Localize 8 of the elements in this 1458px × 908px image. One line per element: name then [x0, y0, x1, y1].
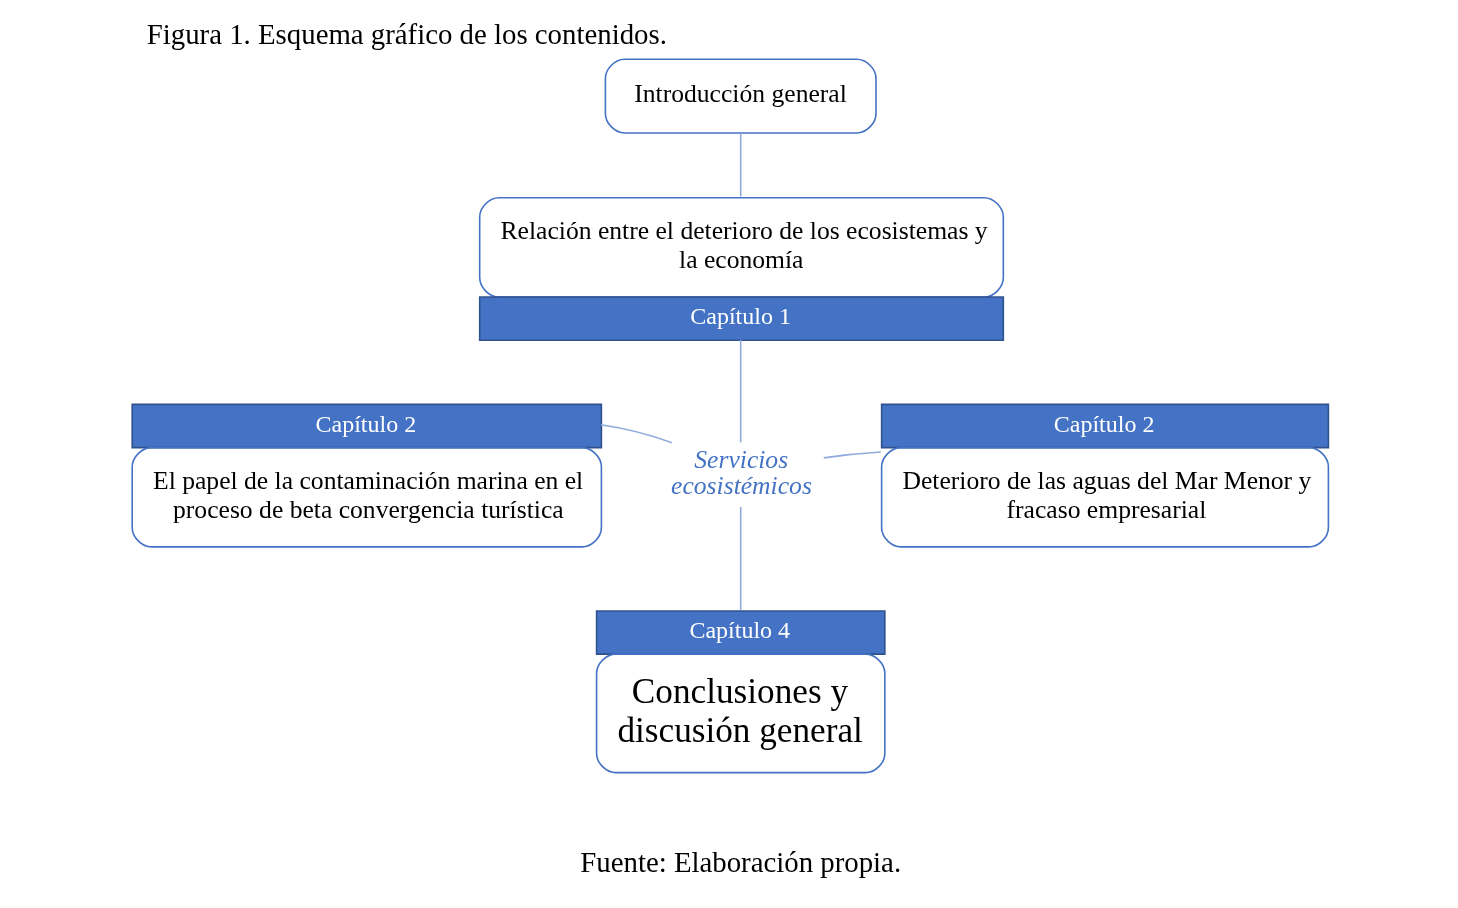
connector — [739, 132, 741, 198]
node-text: Servicios ecosistémicos — [670, 445, 812, 500]
caption: Fuente: Elaboración propia. — [579, 845, 901, 878]
connector — [739, 506, 741, 611]
node-box: Introducción general — [604, 58, 877, 134]
diagram-title: Figura 1. Esquema gráfico de los contenidos. — [146, 17, 667, 50]
connector — [599, 424, 673, 444]
connector — [739, 339, 741, 444]
